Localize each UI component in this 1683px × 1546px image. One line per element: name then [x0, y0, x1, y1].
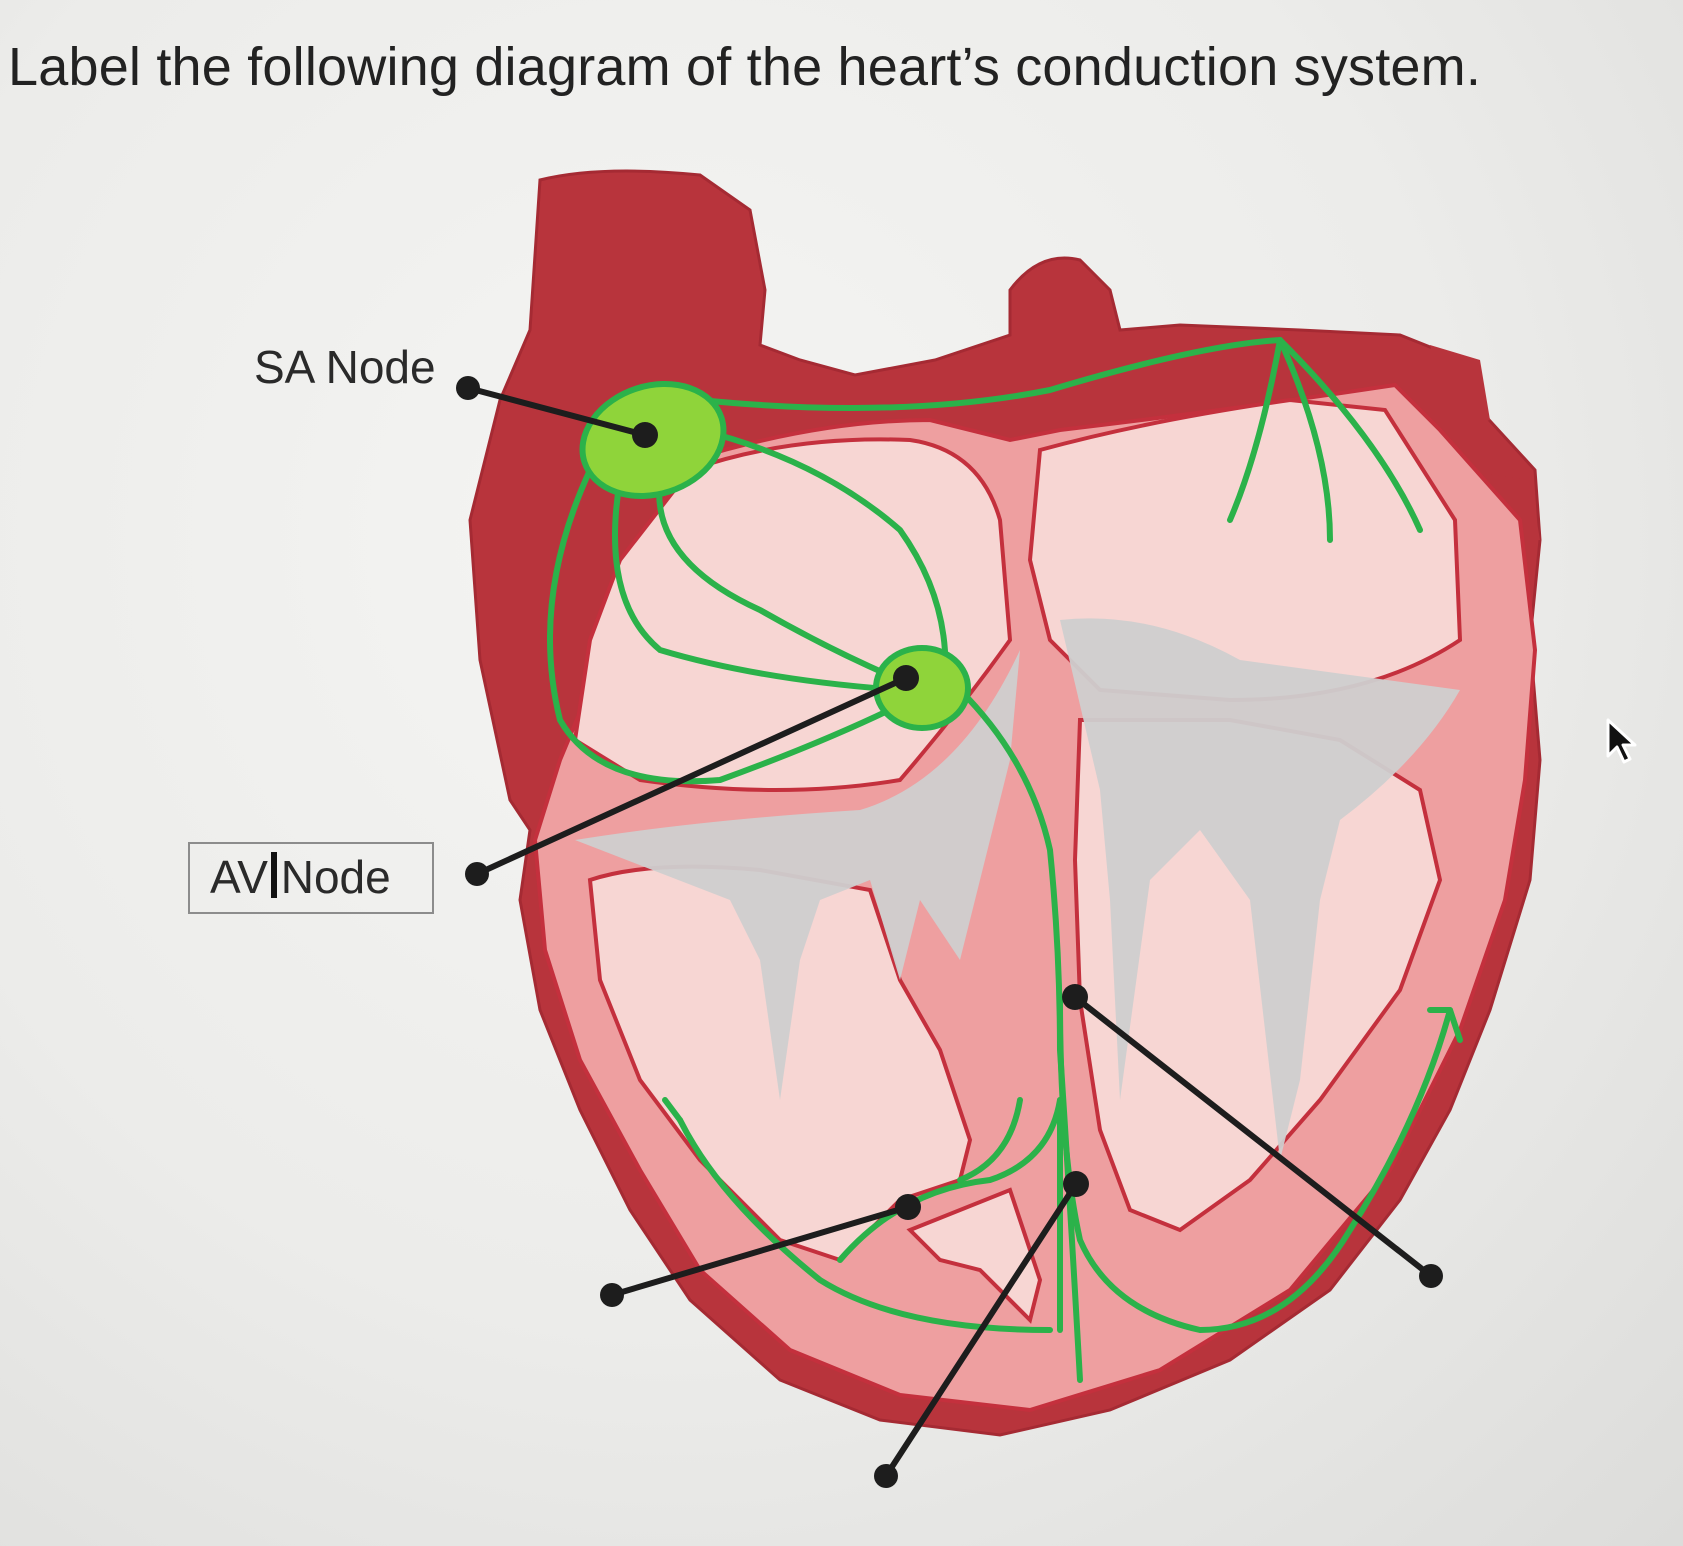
leader-line-bundle-branch — [609, 1204, 911, 1298]
leader-dot[interactable] — [600, 1283, 624, 1307]
mitral-valve — [1060, 618, 1460, 1160]
leader-dot[interactable] — [456, 376, 480, 400]
mouse-pointer-icon — [1606, 718, 1637, 764]
leader-dot — [1062, 984, 1088, 1010]
leader-dot — [1063, 1171, 1089, 1197]
leader-dots — [456, 376, 1443, 1488]
leader-dot[interactable] — [1419, 1264, 1443, 1288]
leader-dot[interactable] — [874, 1464, 898, 1488]
label-av-node[interactable]: AV Node — [210, 851, 391, 903]
av-node-answer-box[interactable] — [188, 842, 434, 914]
leader-line-sa — [465, 385, 648, 438]
text-caret — [271, 852, 277, 898]
conduction-pathways — [547, 337, 1463, 1383]
leader-dot[interactable] — [465, 862, 489, 886]
tricuspid-valve — [575, 650, 1020, 1100]
leader-dot — [893, 665, 919, 691]
leader-line-purkinje — [883, 1181, 1079, 1479]
leader-line-av — [474, 675, 909, 877]
leader-dot — [632, 422, 658, 448]
question-prompt: Label the following diagram of the heart… — [8, 37, 1482, 97]
leader-dot — [895, 1194, 921, 1220]
leader-lines — [465, 385, 1434, 1479]
label-sa-node[interactable]: SA Node — [254, 341, 436, 393]
leader-line-his — [1072, 994, 1434, 1279]
pulmonary-vein-upper — [1430, 345, 1490, 430]
